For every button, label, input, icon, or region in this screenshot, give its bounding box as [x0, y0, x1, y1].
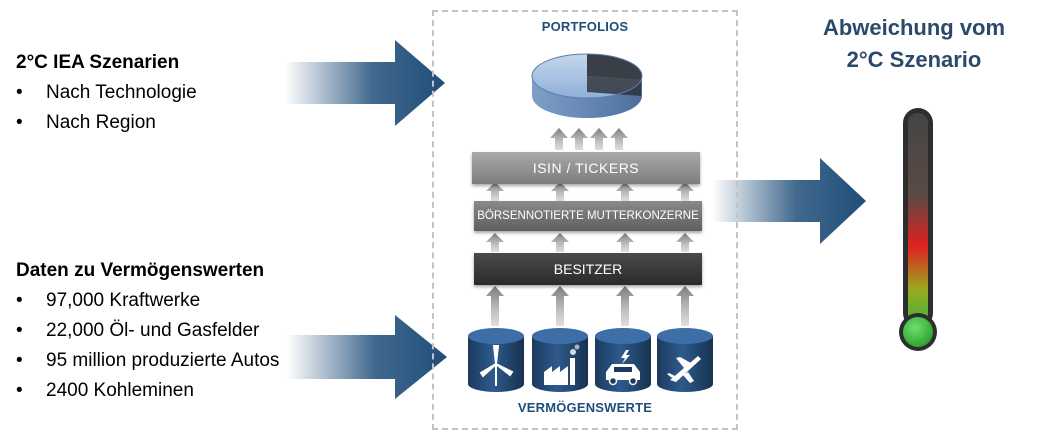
- pie-chart-icon: [531, 53, 643, 118]
- asset-cylinder-car: [595, 328, 651, 392]
- layer-owners: BESITZER: [474, 253, 702, 285]
- car-icon: [606, 350, 640, 386]
- list-item: Nach Region: [16, 108, 197, 138]
- deviation-title-line1: Abweichung vom: [822, 15, 1006, 40]
- scenario-list: Nach Technologie Nach Region: [16, 78, 197, 138]
- asset-cylinder-wind: [468, 328, 524, 392]
- airplane-icon: [667, 356, 701, 383]
- deviation-title-line2: 2°C Szenario: [846, 47, 982, 72]
- list-item: 2400 Kohleminen: [16, 376, 279, 406]
- list-item: 22,000 Öl- und Gasfelder: [16, 316, 279, 346]
- up-arrows-between-layers: [486, 182, 694, 326]
- list-item: 97,000 Kraftwerke: [16, 286, 279, 316]
- arrow-bottom-left: [287, 315, 447, 399]
- deviation-title: Abweichung vom 2°C Szenario: [790, 12, 1038, 76]
- scenario-heading: 2°C IEA Szenarien: [16, 52, 180, 73]
- scenario-block: 2°C IEA Szenarien Nach Technologie Nach …: [16, 48, 197, 138]
- thermometer-icon: [899, 108, 937, 351]
- layer-parent-companies: BÖRSENNOTIERTE MUTTERKONZERNE: [474, 201, 702, 231]
- list-item: Nach Technologie: [16, 78, 197, 108]
- arrow-right: [712, 158, 866, 244]
- asset-cylinder-factory: [532, 328, 588, 392]
- asset-data-heading: Daten zu Vermögenswerten: [16, 260, 265, 281]
- asset-cylinder-airplane: [657, 328, 713, 392]
- list-item: 95 million produzierte Autos: [16, 346, 279, 376]
- wind-turbine-icon: [479, 345, 514, 386]
- layer-isin-tickers: ISIN / TICKERS: [472, 152, 700, 184]
- assets-label: VERMÖGENSWERTE: [517, 400, 653, 415]
- up-arrows-to-portfolios: [550, 128, 628, 150]
- portfolios-label: PORTFOLIOS: [541, 19, 629, 34]
- process-panel: [432, 10, 738, 430]
- factory-icon: [544, 344, 580, 385]
- arrow-top-left: [285, 40, 445, 126]
- asset-data-block: Daten zu Vermögenswerten 97,000 Kraftwer…: [16, 256, 279, 406]
- asset-data-list: 97,000 Kraftwerke 22,000 Öl- und Gasfeld…: [16, 286, 279, 406]
